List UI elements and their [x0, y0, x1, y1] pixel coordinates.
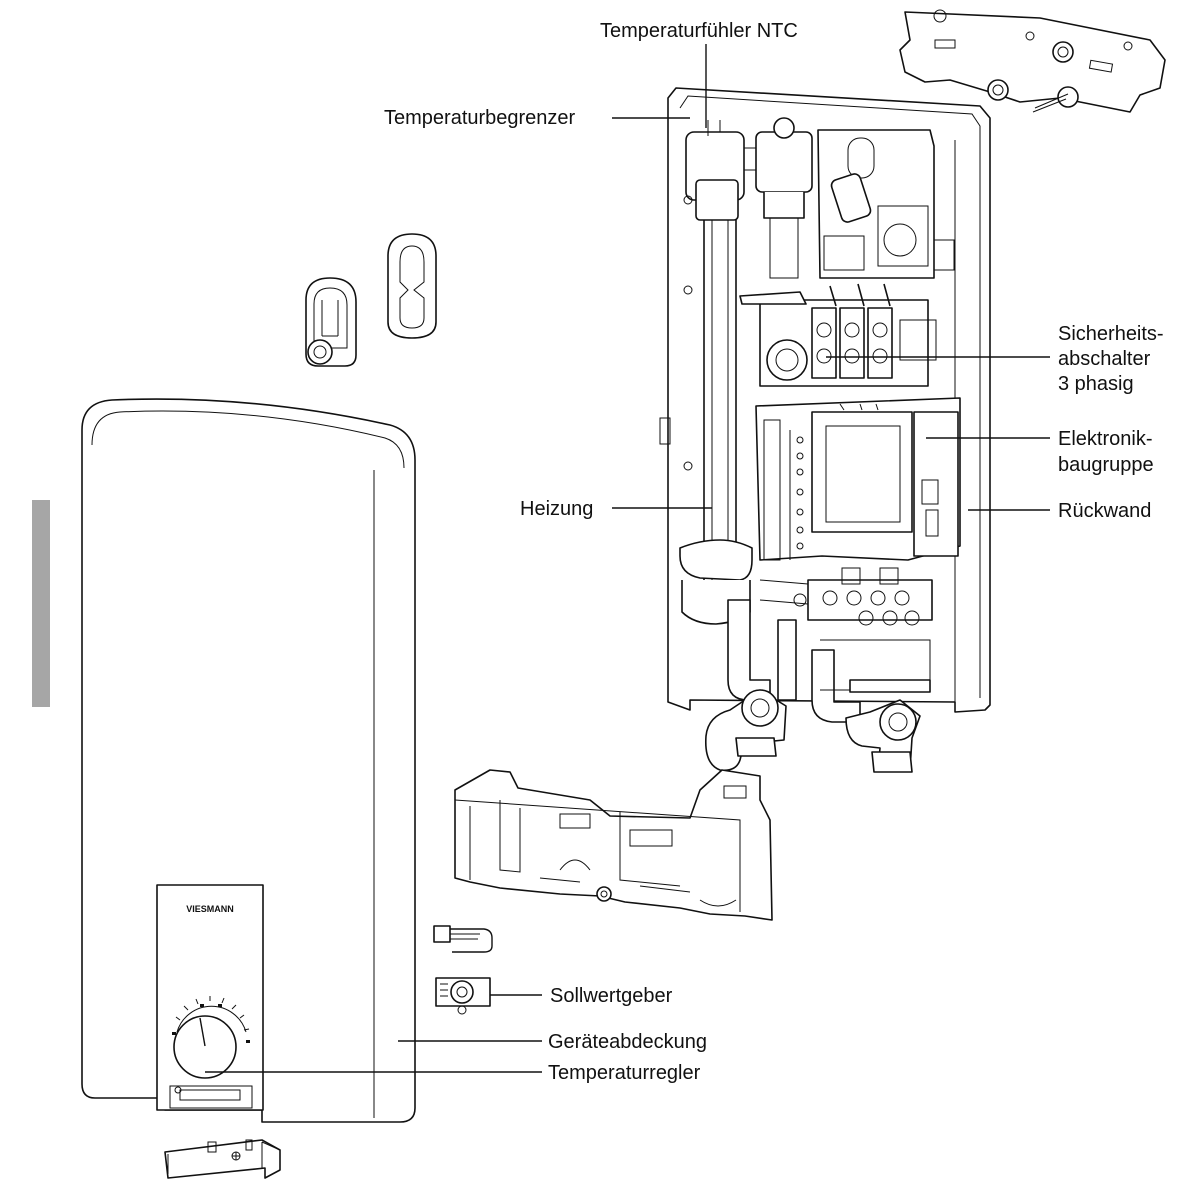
label-sicherheitsabschalter-2: abschalter [1058, 348, 1151, 370]
mounting-bracket [899, 9, 1166, 113]
temperature-knob[interactable] [173, 1015, 237, 1079]
label-elektronikbaugruppe-1: Elektronik- [1058, 428, 1152, 450]
clip-part-round [305, 277, 357, 367]
label-geraeteabdeckung: Geräteabdeckung [548, 1031, 707, 1053]
label-temperaturregler: Temperaturregler [548, 1062, 701, 1084]
cover-clip [164, 1139, 281, 1179]
label-heizung: Heizung [520, 498, 593, 520]
label-sollwertgeber: Sollwertgeber [550, 985, 673, 1007]
dial-scale [172, 996, 250, 1043]
electronics-assembly [755, 397, 961, 561]
lower-frame [454, 769, 773, 921]
label-temperaturfuehler-ntc: Temperaturfühler NTC [600, 20, 798, 42]
setpoint-board [435, 977, 491, 1015]
main-unit [659, 87, 991, 773]
label-temperaturbegrenzer: Temperaturbegrenzer [384, 107, 576, 129]
brand-logo: VIESMANN [186, 904, 234, 914]
leader-lines [205, 44, 1050, 1073]
pipes [704, 599, 931, 773]
label-sicherheitsabschalter-1: Sicherheits- [1058, 323, 1164, 345]
label-rueckwand: Rückwand [1058, 500, 1151, 522]
front-cover: VIESMANN [81, 398, 416, 1123]
side-bar [32, 500, 50, 707]
label-elektronikbaugruppe-2: baugruppe [1058, 454, 1154, 476]
terminal-block [759, 567, 933, 626]
clip-part-u [387, 233, 437, 339]
ribbon-cable [433, 925, 493, 953]
label-sicherheitsabschalter-3: 3 phasig [1058, 373, 1134, 395]
safety-switch [739, 283, 937, 387]
